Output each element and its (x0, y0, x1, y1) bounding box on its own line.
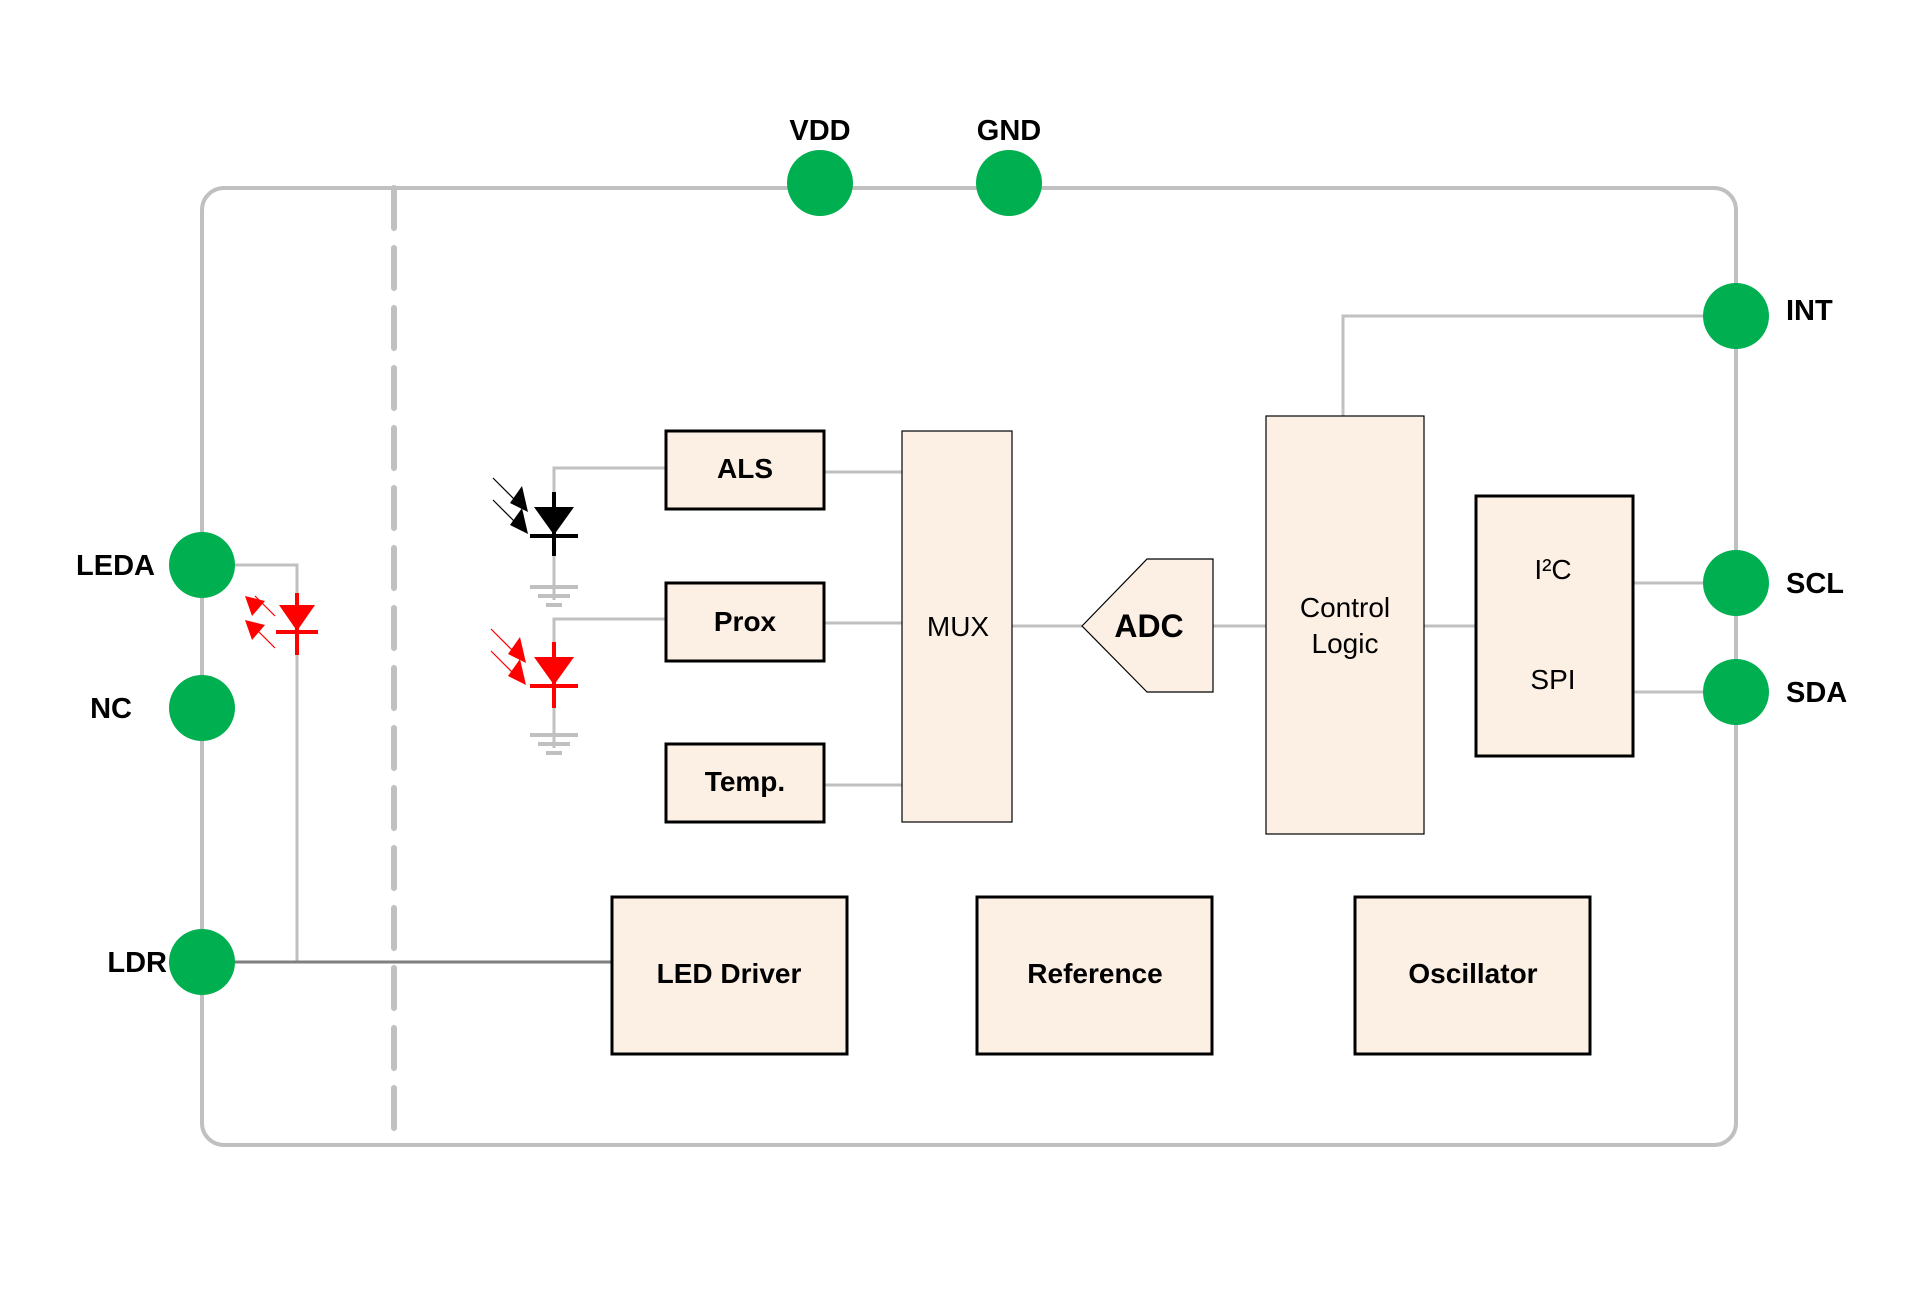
temp-block: Temp. (664, 742, 826, 824)
pin-int: INT (1703, 283, 1833, 349)
led-icon (245, 593, 318, 655)
pin-leda: LEDA (76, 532, 235, 598)
pin-nc-label: NC (90, 693, 132, 725)
i2c-label: I²C (1534, 554, 1571, 585)
photodiode-icon (492, 477, 578, 556)
pin-scl: SCL (1703, 550, 1844, 616)
pin-vdd: VDD (787, 115, 853, 216)
pin-vdd-label: VDD (789, 115, 850, 147)
mux-label: MUX (927, 611, 990, 642)
led-driver-label: LED Driver (657, 958, 802, 989)
i2c-spi-block: I²C SPI (1474, 494, 1635, 758)
led-driver-block: LED Driver (610, 895, 849, 1056)
reference-block: Reference (975, 895, 1214, 1056)
mux-block: MUX (901, 430, 1013, 823)
pin-gnd: GND (976, 115, 1042, 216)
control-logic-label-line2: Logic (1312, 628, 1379, 659)
pin-vdd-dot (787, 150, 853, 216)
als-label: ALS (717, 453, 773, 484)
pin-int-label: INT (1786, 295, 1833, 327)
pin-scl-label: SCL (1786, 568, 1844, 600)
ground-icon (530, 585, 578, 607)
reference-label: Reference (1027, 958, 1162, 989)
pin-ldr-label: LDR (107, 947, 167, 979)
pin-gnd-dot (976, 150, 1042, 216)
pin-sda-dot (1703, 659, 1769, 725)
adc-label: ADC (1114, 608, 1183, 644)
temp-label: Temp. (705, 766, 785, 797)
pin-ldr: LDR (107, 929, 235, 995)
pin-sda-label: SDA (1786, 677, 1847, 709)
pin-scl-dot (1703, 550, 1769, 616)
oscillator-block: Oscillator (1353, 895, 1592, 1056)
control-logic-label-line1: Control (1300, 592, 1390, 623)
als-block: ALS (664, 429, 826, 511)
oscillator-label: Oscillator (1408, 958, 1537, 989)
spi-label: SPI (1530, 664, 1575, 695)
pin-sda: SDA (1703, 659, 1847, 725)
pin-ldr-dot (169, 929, 235, 995)
pin-nc: NC (90, 675, 235, 741)
pin-leda-label: LEDA (76, 550, 155, 582)
ground-icon (530, 733, 578, 755)
wire-control-int (1341, 314, 1736, 416)
wire-prox-photodiode (552, 617, 666, 748)
control-logic-block: Control Logic (1265, 415, 1425, 835)
pin-nc-dot (169, 675, 235, 741)
pin-gnd-label: GND (977, 115, 1041, 147)
photodiode-icon (490, 628, 578, 708)
adc-block: ADC (1081, 558, 1214, 693)
pin-int-dot (1703, 283, 1769, 349)
pin-leda-dot (169, 532, 235, 598)
prox-block: Prox (664, 581, 826, 663)
prox-label: Prox (714, 606, 777, 637)
